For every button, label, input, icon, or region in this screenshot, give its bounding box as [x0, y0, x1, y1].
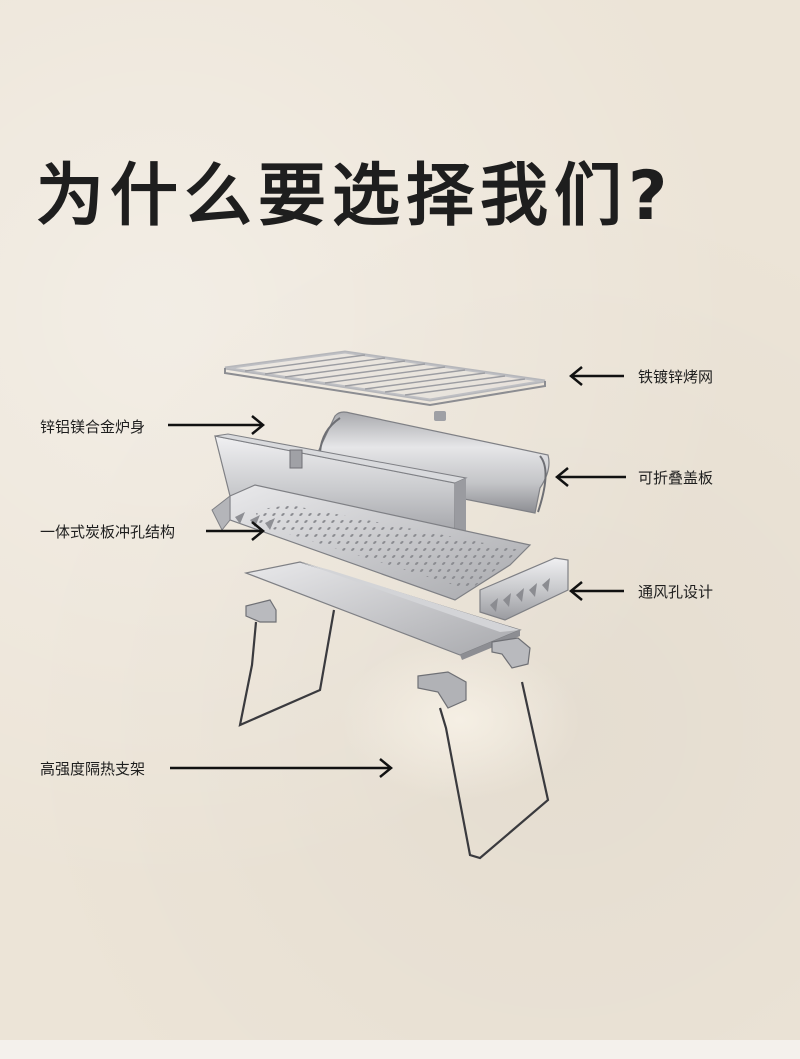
arrow-left-icon: [569, 366, 624, 386]
grill-net-part: [224, 350, 546, 407]
charcoal-plate-part: [211, 484, 532, 601]
arrow-right-icon: [168, 415, 265, 435]
callout-stand: 高强度隔热支架: [40, 760, 146, 778]
page-title: 为什么要选择我们?: [36, 157, 674, 236]
callout-grill-net: 铁镀锌烤网: [638, 368, 714, 386]
lid-knob: [434, 411, 446, 421]
callout-charcoal-plate: 一体式炭板冲孔结构: [40, 523, 176, 541]
callout-body: 锌铝镁合金炉身: [40, 418, 146, 436]
stand-clip-part: [245, 599, 531, 709]
arrow-left-icon: [569, 581, 624, 601]
arrow-right-icon: [170, 758, 393, 778]
vent-panel-part: [479, 557, 569, 621]
arrow-left-icon: [555, 467, 626, 487]
arrow-right-icon: [206, 521, 265, 541]
callout-vents: 通风孔设计: [638, 583, 714, 601]
folding-lid-part: [317, 411, 550, 514]
bottom-plate-part: [243, 561, 522, 660]
light-glow: [340, 640, 580, 800]
support-stand-part: [238, 609, 550, 860]
callout-lid: 可折叠盖板: [638, 469, 714, 487]
bottom-strip: [0, 1040, 800, 1059]
